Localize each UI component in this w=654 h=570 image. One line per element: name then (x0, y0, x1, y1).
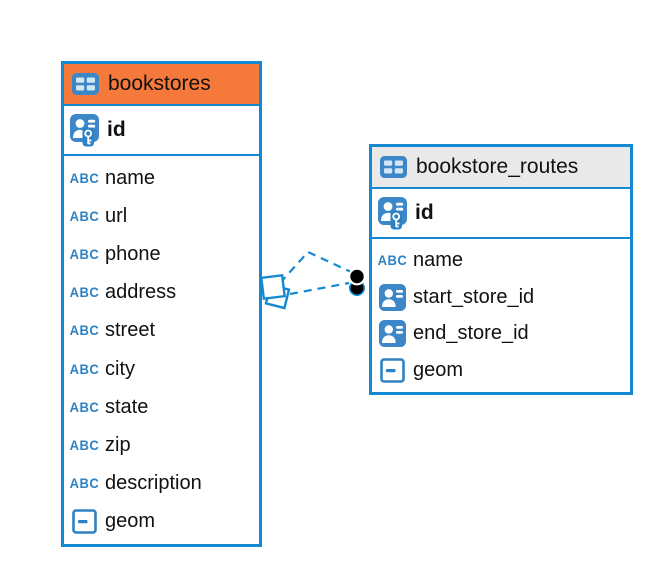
column-label: state (105, 395, 149, 418)
geometry-type-icon (376, 358, 409, 383)
text-type-icon: ABC (69, 170, 100, 186)
one-end-dot-marker[interactable] (348, 267, 366, 296)
many-end-diamond-marker[interactable] (259, 273, 291, 310)
column-label: phone (105, 243, 161, 265)
column-label: start_store_id (413, 285, 535, 308)
table-icon (379, 156, 407, 178)
column-row-geom[interactable]: geom (64, 503, 259, 541)
text-type-icon: ABC (69, 284, 100, 301)
table-icon (71, 73, 99, 95)
column-label: url (105, 204, 128, 227)
column-label: name (413, 248, 464, 271)
column-label: end_store_id (413, 322, 529, 345)
text-type-icon: ABC (69, 399, 100, 416)
column-label: address (105, 281, 177, 304)
column-row-end-store-id[interactable]: end_store_id (372, 316, 630, 353)
column-label: geom (105, 510, 156, 533)
reference-type-icon (376, 283, 409, 311)
text-type-icon: ABC (69, 361, 100, 377)
relationship-line-start-store[interactable] (279, 250, 352, 284)
column-row-start-store-id[interactable]: start_store_id (372, 279, 630, 316)
column-label: street (105, 319, 156, 342)
table-bookstores-header[interactable]: bookstores (64, 64, 259, 106)
primary-key-icon (68, 113, 101, 147)
text-type-icon: ABC (69, 208, 100, 225)
table-bookstores[interactable]: bookstores id A (61, 61, 262, 547)
column-label: name (105, 166, 156, 189)
geometry-type-icon (68, 509, 101, 535)
column-label: geom (413, 359, 464, 382)
column-row-address[interactable]: ABC address (64, 274, 259, 312)
columns-section: ABC name ABC url ABC phone ABC address A… (64, 156, 259, 544)
column-row-url[interactable]: ABC url (64, 197, 259, 235)
column-row-id[interactable]: id (64, 106, 259, 156)
column-label: id (415, 201, 434, 224)
text-type-icon: ABC (69, 246, 100, 263)
column-row-description[interactable]: ABC description (64, 465, 259, 503)
reference-type-icon (376, 320, 409, 348)
columns-section: ABC name start_store_id (372, 239, 630, 392)
column-row-city[interactable]: ABC city (64, 350, 259, 388)
column-label: city (105, 357, 135, 380)
text-type-icon: ABC (69, 323, 100, 339)
table-bookstore-routes-header[interactable]: bookstore_routes (372, 147, 630, 189)
column-label: id (107, 118, 126, 141)
column-row-name[interactable]: ABC name (64, 159, 259, 197)
column-row-name[interactable]: ABC name (372, 242, 630, 279)
text-type-icon: ABC (69, 475, 100, 492)
table-title: bookstores (108, 72, 211, 95)
relationship-line-end-store[interactable] (289, 281, 350, 296)
primary-key-icon (376, 196, 409, 230)
column-row-phone[interactable]: ABC phone (64, 235, 259, 273)
text-type-icon: ABC (69, 437, 100, 454)
column-label: description (105, 472, 202, 495)
column-row-id[interactable]: id (372, 189, 630, 239)
column-row-state[interactable]: ABC state (64, 388, 259, 426)
column-row-zip[interactable]: ABC zip (64, 426, 259, 464)
column-label: zip (105, 434, 131, 457)
column-row-street[interactable]: ABC street (64, 312, 259, 350)
column-row-geom[interactable]: geom (372, 352, 630, 389)
table-bookstore-routes[interactable]: bookstore_routes id (369, 144, 633, 395)
text-type-icon: ABC (377, 252, 408, 269)
table-title: bookstore_routes (416, 155, 579, 178)
